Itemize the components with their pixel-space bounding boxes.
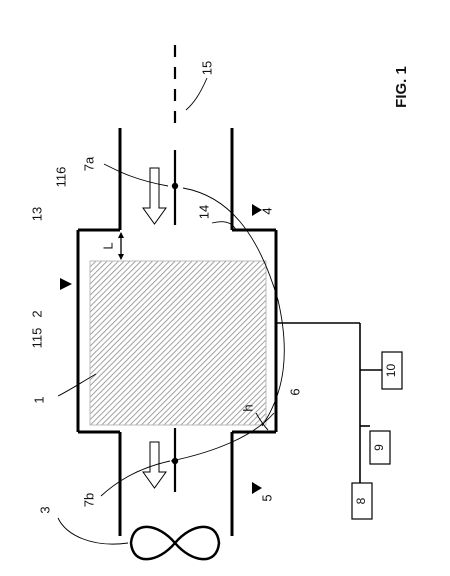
label-116: 116 — [53, 167, 68, 188]
dimension-L — [118, 232, 124, 260]
label-15: 15 — [199, 61, 214, 75]
wiring — [276, 322, 382, 483]
leader-lines — [57, 77, 285, 545]
label-6: 6 — [287, 388, 302, 395]
arrowhead-5 — [252, 482, 262, 494]
label-1: 1 — [31, 396, 46, 403]
label-115: 115 — [29, 328, 44, 349]
label-7a: 7a — [81, 156, 96, 171]
label-13: 13 — [29, 207, 44, 221]
box-10-label: 10 — [384, 364, 398, 378]
label-3: 3 — [37, 506, 52, 513]
flow-arrow-top — [142, 167, 167, 225]
label-14: 14 — [196, 205, 211, 219]
label-4: 4 — [259, 207, 274, 214]
label-L: L — [100, 242, 115, 249]
arrowhead-2 — [60, 278, 72, 290]
figure-title: FIG. 1 — [393, 66, 410, 108]
inlet-duct — [118, 432, 234, 536]
label-2: 2 — [29, 310, 44, 317]
label-5: 5 — [259, 494, 274, 501]
label-h: h — [240, 404, 255, 411]
box-10: 10 — [381, 351, 403, 390]
label-7b: 7b — [81, 493, 96, 507]
box-9-label: 9 — [372, 444, 386, 451]
arrowhead-4 — [252, 204, 262, 216]
fan — [129, 525, 221, 561]
sensor-7a — [171, 150, 179, 225]
box-8-label: 8 — [354, 497, 368, 504]
box-9: 9 — [369, 430, 391, 465]
box-8: 8 — [351, 482, 373, 520]
storage-block — [89, 260, 267, 426]
